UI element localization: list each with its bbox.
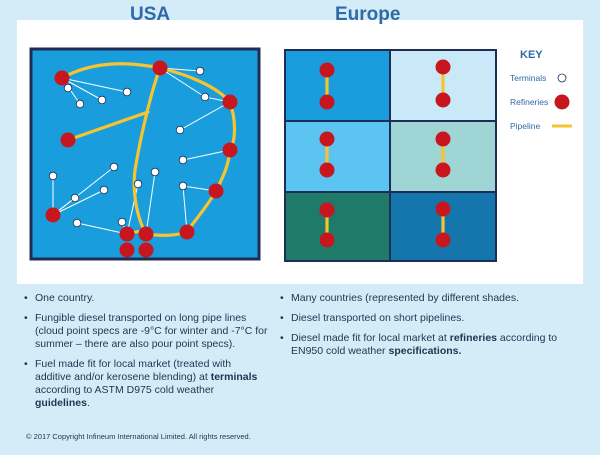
- refinery-icon: [319, 232, 335, 248]
- refinery-icon: [435, 92, 451, 108]
- refinery-icon: [60, 132, 76, 148]
- bullet-text: according to EN950 cold weather: [291, 332, 558, 357]
- terminal-icon: [72, 218, 82, 228]
- bullet-emphasis: guidelines: [35, 397, 87, 409]
- europe-country-cell: [285, 50, 390, 121]
- refinery-icon: [138, 242, 154, 258]
- bullet-item: One country.: [24, 292, 269, 305]
- refinery-icon: [435, 59, 451, 75]
- terminal-icon: [178, 155, 188, 165]
- key-pipeline-label: Pipeline: [510, 121, 541, 131]
- bullet-text: Fungible diesel transported on long pipe…: [35, 312, 268, 350]
- bullet-text: Many countries (represented by different…: [291, 292, 520, 304]
- bullet-emphasis: refineries: [449, 332, 498, 344]
- terminal-icon: [117, 217, 127, 227]
- usa-notes: One country. Fungible diesel transported …: [24, 292, 269, 417]
- bullet-item: Diesel transported on short pipelines.: [280, 312, 580, 325]
- bullet-text: .: [86, 397, 90, 409]
- refinery-icon: [319, 94, 335, 110]
- terminal-icon: [195, 66, 205, 76]
- refinery-icon: [119, 242, 135, 258]
- key-terminals-label: Terminals: [510, 73, 547, 83]
- europe-title: Europe: [335, 4, 401, 25]
- terminal-icon: [99, 185, 109, 195]
- refinery-icon: [319, 62, 335, 78]
- terminal-icon: [97, 95, 107, 105]
- refinery-icon: [208, 183, 224, 199]
- refinery-icon: [319, 162, 335, 178]
- usa-map: [29, 47, 261, 261]
- bullet-item: Fuel made fit for local market (treated …: [24, 358, 269, 410]
- terminal-icon: [178, 181, 188, 191]
- terminal-icon: [122, 87, 132, 97]
- refinery-icon: [54, 70, 70, 86]
- refinery-icon: [179, 224, 195, 240]
- key-title: KEY: [520, 49, 543, 61]
- usa-bullet-list: One country. Fungible diesel transported …: [24, 292, 269, 410]
- usa-refineries: [45, 60, 238, 258]
- terminal-icon: [63, 83, 73, 93]
- terminal-icon: [150, 167, 160, 177]
- refinery-icon: [222, 94, 238, 110]
- bullet-emphasis: terminals: [210, 371, 258, 383]
- europe-country-cell: [285, 192, 390, 261]
- bullet-item: Diesel made fit for local market at refi…: [280, 332, 580, 358]
- terminals: [48, 66, 210, 228]
- refinery-icon: [435, 201, 451, 217]
- maps-diagram: [29, 47, 572, 262]
- bullet-emphasis: specifications.: [388, 345, 462, 357]
- terminal-icon: [133, 179, 143, 189]
- bullet-item: Many countries (represented by different…: [280, 292, 580, 305]
- bullet-text: according to ASTM D975 cold weather: [35, 384, 215, 396]
- terminal-icon: [109, 162, 119, 172]
- refinery-icon: [319, 202, 335, 218]
- bullet-text: Fuel made fit for local market (treated …: [35, 358, 232, 383]
- europe-map: [284, 49, 497, 262]
- refinery-icon: [435, 131, 451, 147]
- refinery-icon: [435, 162, 451, 178]
- europe-notes: Many countries (represented by different…: [280, 292, 580, 365]
- refinery-icon: [222, 142, 238, 158]
- europe-refineries: [319, 59, 451, 248]
- key-refineries-label: Refineries: [510, 97, 549, 107]
- terminal-icon: [75, 99, 85, 109]
- copyright-text: © 2017 Copyright Infineum International …: [26, 432, 251, 441]
- terminal-icon: [70, 193, 80, 203]
- bullet-item: Fungible diesel transported on long pipe…: [24, 312, 269, 351]
- usa-title: USA: [130, 4, 171, 25]
- terminal-icon: [175, 125, 185, 135]
- terminal-icon: [48, 171, 58, 181]
- refinery-icon: [45, 207, 61, 223]
- refinery-icon: [119, 226, 135, 242]
- key-refinery-icon: [554, 94, 570, 110]
- europe-country-cell: [285, 121, 390, 192]
- europe-borders: [284, 49, 497, 262]
- key-legend: [552, 73, 572, 128]
- refinery-icon: [152, 60, 168, 76]
- terminal-icon: [200, 92, 210, 102]
- refinery-icon: [138, 226, 154, 242]
- bullet-text: One country.: [35, 292, 95, 304]
- refinery-icon: [319, 131, 335, 147]
- refinery-icon: [435, 232, 451, 248]
- bullet-text: Diesel transported on short pipelines.: [291, 312, 465, 324]
- key-terminal-icon: [557, 73, 567, 83]
- europe-bullet-list: Many countries (represented by different…: [280, 292, 580, 358]
- bullet-text: Diesel made fit for local market at: [291, 332, 450, 344]
